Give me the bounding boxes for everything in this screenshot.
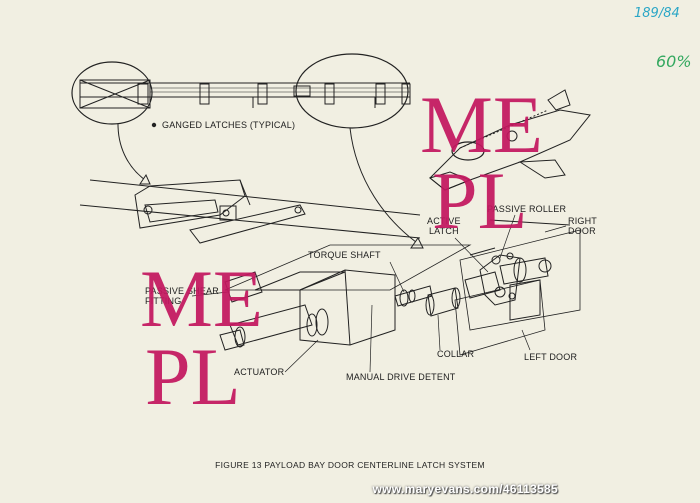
label-passive-roller: PASSIVE ROLLER xyxy=(487,204,567,214)
door-panels xyxy=(224,219,581,356)
label-right-door: RIGHT DOOR xyxy=(568,216,597,236)
latch-highlight-center xyxy=(295,53,409,129)
callout-arrow-center xyxy=(349,127,421,246)
handwritten-ref: 189/84 xyxy=(634,6,680,21)
bullet-dot xyxy=(151,122,157,128)
label-ganged-latches: GANGED LATCHES (TYPICAL) xyxy=(162,120,296,130)
label-active-latch: ACTIVE LATCH xyxy=(427,216,461,236)
latch-highlight-left xyxy=(71,61,153,125)
label-collar: COLLAR xyxy=(437,349,475,359)
ganged-latch-rail xyxy=(79,79,411,109)
label-actuator: ACTUATOR xyxy=(234,367,285,377)
watermark-lower-bottom: PL xyxy=(145,331,241,422)
orbiter-sketch xyxy=(428,89,591,191)
callout-arrow-left xyxy=(117,123,149,183)
label-manual-drive-detent: MANUAL DRIVE DETENT xyxy=(346,372,456,382)
label-passive-shear-fitting: PASSIVE SHEAR FITTING xyxy=(145,286,219,306)
leader-lines xyxy=(191,214,567,373)
stock-credit: www.maryevans.com/46113585 xyxy=(372,482,558,496)
ganged-latch-detail xyxy=(79,179,421,244)
handwritten-percent: 60% xyxy=(656,52,692,71)
label-left-door: LEFT DOOR xyxy=(524,352,578,362)
watermark-lower-top: ME xyxy=(140,253,263,344)
watermark-upper-bottom: PL xyxy=(432,155,528,246)
latch-assembly xyxy=(219,247,552,351)
label-torque-shaft: TORQUE SHAFT xyxy=(308,250,381,260)
figure-caption: FIGURE 13 PAYLOAD BAY DOOR CENTERLINE LA… xyxy=(215,460,485,470)
watermark-upper-top: ME xyxy=(420,79,543,170)
